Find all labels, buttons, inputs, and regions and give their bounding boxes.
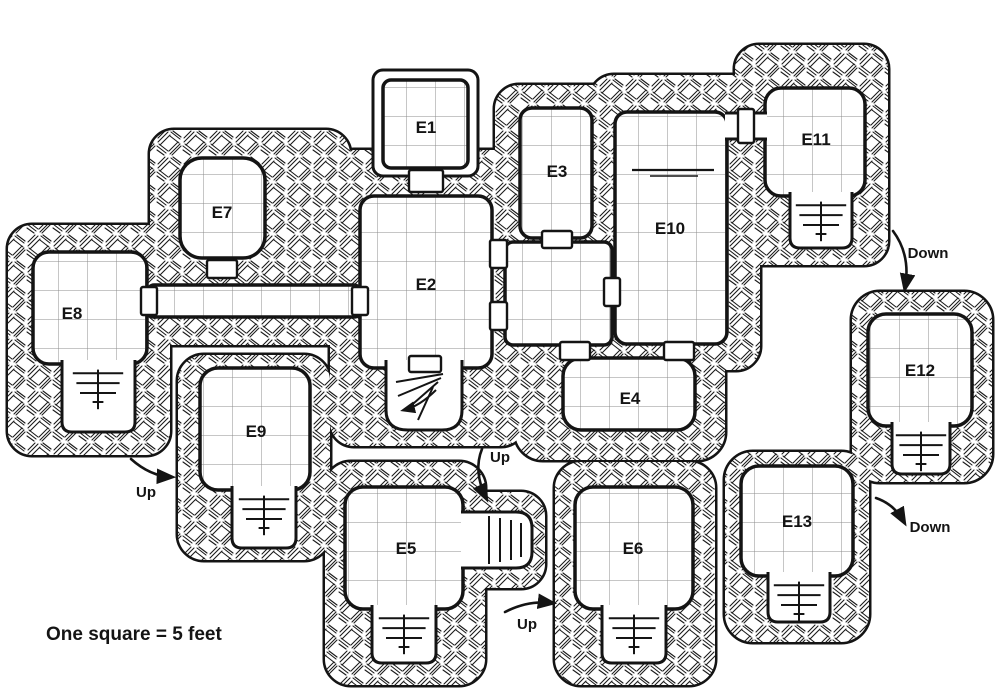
corridor-floor xyxy=(146,283,362,319)
hall-floor xyxy=(503,240,614,347)
down-label: Down xyxy=(908,245,949,262)
room-e12-label: E12 xyxy=(905,361,935,380)
up-arrow-icon xyxy=(129,457,177,485)
stair-glyphs xyxy=(71,200,948,656)
room-e7-floor xyxy=(178,156,267,260)
room-labels: E1 E2 E3 E4 E5 E6 E7 E8 E9 E10 E11 E12 E… xyxy=(62,118,936,558)
door xyxy=(407,168,445,194)
up-label: Up xyxy=(490,449,510,466)
door xyxy=(350,285,370,317)
curved-stairs-icon xyxy=(395,373,444,421)
door xyxy=(407,354,443,374)
down-arrow-icon xyxy=(874,496,907,527)
door xyxy=(139,285,159,317)
room-e9-label: E9 xyxy=(246,422,267,441)
scale-note: One square = 5 feet xyxy=(46,624,222,645)
room-e8-label: E8 xyxy=(62,304,83,323)
doors xyxy=(139,107,756,374)
room-e10-label: E10 xyxy=(655,219,685,238)
door xyxy=(558,340,592,362)
door xyxy=(736,107,756,145)
room-e1-floor xyxy=(381,78,470,170)
room-e6-label: E6 xyxy=(623,539,644,558)
door xyxy=(662,340,696,362)
room-e3-label: E3 xyxy=(547,162,568,181)
down-label: Down xyxy=(910,519,951,536)
side-passage-stairs-icon xyxy=(488,516,522,564)
door xyxy=(488,300,509,332)
room-e13-label: E13 xyxy=(782,512,812,531)
stair-annotations: Up Up Up Down Down xyxy=(129,229,951,633)
door xyxy=(488,238,509,270)
room-e4-floor xyxy=(561,356,697,432)
room-e7-label: E7 xyxy=(212,203,233,222)
room-e2-label: E2 xyxy=(416,275,437,294)
room-e8-floor xyxy=(31,250,149,366)
door xyxy=(540,229,574,250)
room-e4-label: E4 xyxy=(620,389,641,408)
room-e5-side-stair-passage xyxy=(461,510,534,570)
door xyxy=(205,258,239,280)
up-label: Up xyxy=(136,484,156,501)
up-arrow-icon xyxy=(503,593,558,614)
room-e5-label: E5 xyxy=(396,539,417,558)
door xyxy=(602,276,622,308)
down-arrow-icon xyxy=(891,229,916,294)
up-label: Up xyxy=(517,616,537,633)
room-e10-ledge xyxy=(632,168,714,177)
room-e11-label: E11 xyxy=(801,130,830,149)
up-arrow-icon xyxy=(472,447,489,503)
room-e1-label: E1 xyxy=(416,118,437,137)
